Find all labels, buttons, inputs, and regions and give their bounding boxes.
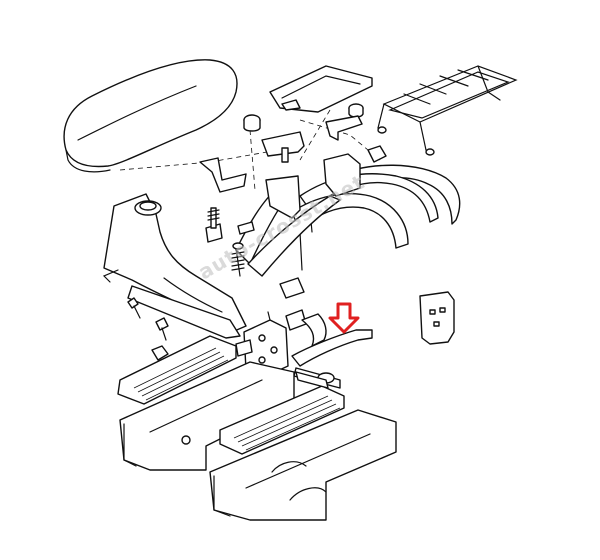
main-frame xyxy=(102,153,361,339)
seat-mount-left xyxy=(199,157,247,193)
left-floor-panel xyxy=(119,361,295,471)
rubber-bushing-left xyxy=(243,114,261,132)
seat-latch-bracket xyxy=(325,115,363,141)
side-cover-plate xyxy=(419,291,455,345)
storage-tray xyxy=(269,65,373,113)
spring-bolt xyxy=(231,242,245,277)
fuel-cap xyxy=(134,200,162,216)
down-arrow-icon xyxy=(328,302,360,334)
left-footboard xyxy=(117,335,237,405)
fuel-tap xyxy=(205,207,223,243)
luggage-rack xyxy=(377,65,518,156)
seat xyxy=(63,59,238,173)
screw-2 xyxy=(155,317,169,341)
hinge-plate xyxy=(261,131,305,163)
nut xyxy=(151,345,169,361)
pin xyxy=(237,221,255,235)
rubber-stopper xyxy=(279,277,305,299)
right-floor-panel xyxy=(209,409,397,521)
screw-1 xyxy=(127,297,141,319)
rubber-bushing-right xyxy=(348,103,364,118)
footrest-peg xyxy=(295,371,329,389)
lock-clip xyxy=(367,145,387,163)
